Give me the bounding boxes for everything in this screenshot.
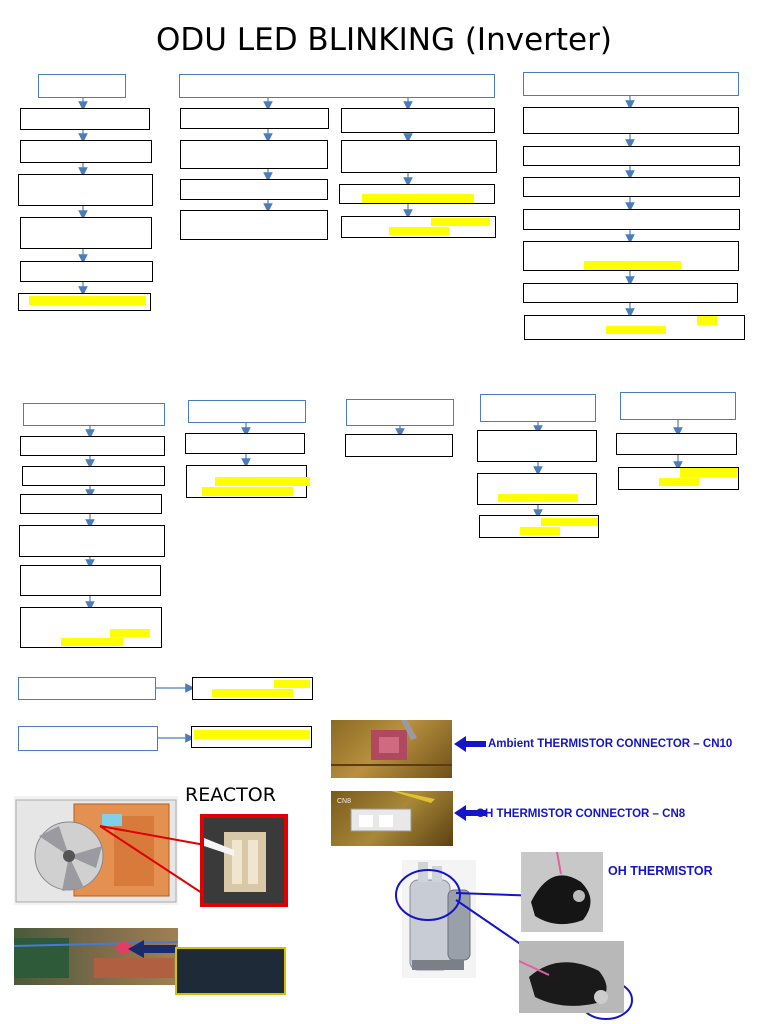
- flow-step: [20, 108, 150, 130]
- highlight-mark: [584, 261, 681, 270]
- flow-header-9: [18, 677, 156, 700]
- flow-step: [341, 140, 497, 173]
- highlight-mark: [606, 326, 666, 334]
- flow-step: [180, 179, 328, 200]
- highlight-mark: [362, 194, 474, 203]
- highlight-mark: [215, 477, 310, 486]
- pcb-label-box: [175, 947, 286, 995]
- flow-step: [20, 494, 162, 514]
- flow-step: [477, 430, 597, 462]
- oh-connector-arrow: [454, 805, 486, 821]
- flow-step: [20, 217, 152, 249]
- highlight-mark: [431, 218, 490, 226]
- flow-header-4: [23, 403, 165, 426]
- highlight-mark: [29, 296, 146, 305]
- flow-step: [616, 433, 737, 455]
- highlight-mark: [680, 468, 737, 477]
- flow-header-10: [18, 726, 158, 751]
- flow-step: [523, 283, 738, 303]
- outdoor-unit-photo: [14, 796, 178, 905]
- oh-connector-label: OH THERMISTOR CONNECTOR – CN8: [476, 808, 686, 820]
- ambient-connector-photo: [331, 720, 452, 778]
- flow-header-5: [188, 400, 306, 423]
- highlight-mark: [61, 638, 123, 646]
- highlight-mark: [202, 487, 293, 496]
- flow-header-2: [179, 74, 495, 98]
- highlight-mark: [274, 680, 310, 688]
- highlight-mark: [110, 629, 150, 637]
- oh-thermistor-photo-top: [521, 852, 603, 932]
- highlight-mark: [520, 527, 560, 535]
- flow-step: [20, 565, 161, 596]
- flow-header-1: [38, 74, 126, 98]
- page-title: ODU LED BLINKING (Inverter): [156, 22, 612, 58]
- ambient-connector-label: Ambient THERMISTOR CONNECTOR – CN10: [488, 738, 733, 750]
- flow-step: [18, 174, 153, 206]
- flow-step: [345, 434, 453, 457]
- flow-step: [20, 140, 152, 163]
- oh-connector-photo: CN8: [331, 791, 453, 846]
- highlight-mark: [498, 494, 578, 502]
- flow-step: [20, 436, 165, 456]
- flow-header-3: [523, 72, 739, 96]
- highlight-mark: [659, 478, 699, 486]
- flow-header-8: [620, 392, 736, 420]
- flow-step: [180, 108, 329, 129]
- highlight-mark: [194, 730, 310, 739]
- flow-header-7: [480, 394, 596, 422]
- highlight-mark: [389, 227, 449, 235]
- flow-step: [523, 209, 740, 230]
- flow-step: [523, 177, 740, 197]
- highlight-mark: [541, 518, 598, 526]
- flow-step: [341, 108, 495, 133]
- flow-step: [180, 210, 328, 240]
- oh-thermistor-photo-bottom: [519, 941, 624, 1013]
- flow-step: [22, 466, 165, 486]
- ambient-connector-arrow: [454, 736, 486, 752]
- flow-header-6: [346, 399, 454, 426]
- flow-step: [180, 140, 328, 169]
- highlight-mark: [212, 689, 293, 697]
- flow-step: [185, 433, 305, 454]
- reactor-label: REACTOR: [185, 784, 276, 806]
- flow-step: [523, 107, 739, 134]
- flow-step: [19, 525, 165, 557]
- flow-step: [20, 261, 153, 282]
- svg-text:CN8: CN8: [337, 798, 351, 805]
- reactor-photo: [200, 814, 288, 907]
- pcb-photo: [14, 928, 178, 985]
- pcb-arrow: [128, 940, 176, 958]
- flow-step: [523, 146, 740, 166]
- highlight-mark: [697, 316, 717, 325]
- oh-thermistor-label: OH THERMISTOR: [608, 864, 713, 878]
